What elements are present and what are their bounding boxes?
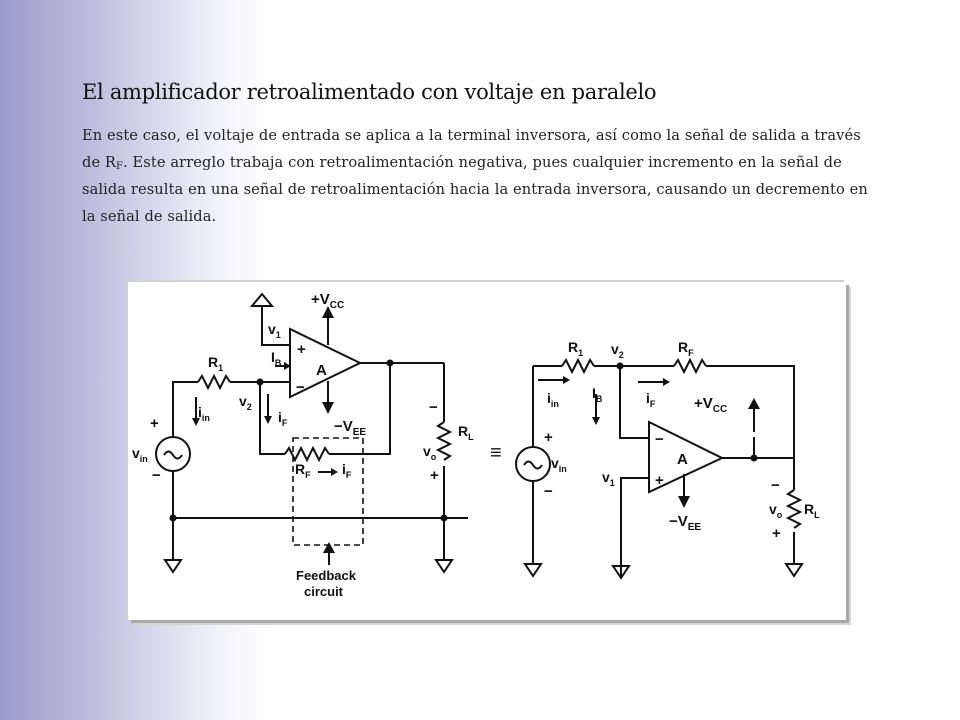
r-label-ib: IB [592,385,603,404]
right-circuit: R1 v2 RF iin IB iF +VCC −VEE A − + v1 + … [515,339,820,580]
feedback-return-wire [336,363,391,455]
slide-body: En este caso, el voltaje de entrada se a… [82,122,882,230]
r-vee-arrow-icon [678,496,690,508]
source-top-wire [172,381,198,437]
r-label-if: iF [646,390,656,409]
iin-arrow-icon [192,418,200,426]
label-ib: IB [271,349,282,368]
left-load-minus: − [429,399,438,416]
ground-symbol-right [434,559,454,574]
left-minus-sign: − [296,379,305,396]
r-label-vcc: +VCC [694,395,727,415]
label-if-box: iF [342,461,352,480]
label-v1: v1 [268,321,281,340]
slide-title: El amplificador retroalimentado con volt… [82,80,657,104]
v1-wire [261,306,290,346]
left-load-plus: + [430,467,439,484]
vee-arrow-icon [322,402,334,414]
r1-resistor [197,373,231,391]
left-circuit: +VCC −VEE A + − v1 v2 R1 IB iin iF + − v… [132,291,474,599]
r-label-vin: vin [551,455,567,474]
r-label-rf: RF [678,339,694,358]
r-label-vee: −VEE [669,513,701,533]
label-vo-left: vo [423,443,437,462]
r-if-arrow-icon [663,378,670,386]
right-source-plus: + [544,429,553,446]
r-noninverting-wire [620,477,649,578]
label-v2: v2 [239,393,252,412]
right-opamp-label: A [677,451,688,468]
r-vcc-arrow-icon [748,398,760,409]
r-ground-symbol-right [784,563,804,578]
rf-resistor [284,445,330,463]
body-text-start: En este caso, el voltaje de entrada se a… [82,127,861,171]
r-label-iin: iin [547,390,559,409]
left-opamp-label: A [316,362,327,379]
equivalence-symbol: ≡ [490,442,502,464]
circuit-diagram: +VCC −VEE A + − v1 v2 R1 IB iin iF + − v… [132,291,820,599]
label-if-left: iF [278,409,288,428]
vcc-arrow-icon [322,306,334,318]
r-iin-arrow-icon [563,376,570,384]
right-source-minus: − [544,483,553,500]
body-text-end: . Este arreglo trabaja con retroalimenta… [82,154,868,225]
r-inverting-wire [619,366,649,439]
r-label-v2: v2 [611,341,624,360]
feedback-label-line2: circuit [304,584,344,599]
label-rl-left: RL [458,423,474,442]
r-ground-symbol-mid [611,565,631,580]
right-load-plus: + [772,525,781,542]
rl-resistor [435,421,453,461]
r-label-r1: R1 [568,339,583,358]
if-arrow-icon [264,416,272,424]
r-sine-wave-icon [523,460,543,470]
feedback-arrow-icon [323,542,335,553]
right-plus-sign: + [655,472,664,489]
r-ground-symbol-left [523,563,543,578]
label-r1: R1 [208,354,223,373]
r-ib-arrow-icon [592,417,600,425]
right-load-minus: − [771,477,780,494]
left-source-plus: + [150,415,159,432]
body-subscript: F [116,161,124,172]
r-rf-resistor [673,357,707,375]
feedback-label-line1: Feedback [296,568,357,583]
label-rf-left: RF [295,461,311,480]
label-iin: iin [198,404,210,423]
r-label-rl: RL [804,501,820,520]
left-opamp-triangle [289,327,363,399]
v1-ground-symbol [249,292,275,307]
sine-wave-icon [163,450,183,460]
label-vee: −VEE [334,418,366,438]
left-source-minus: − [152,467,161,484]
right-opamp-triangle [648,420,725,494]
if-box-arrow-icon [331,468,338,476]
r-r1-resistor [561,357,595,375]
right-minus-sign: − [655,431,664,448]
label-vcc: +VCC [311,291,344,311]
r-rf-return-wire [706,365,795,458]
label-vin-left: vin [132,445,148,464]
r-label-v1: v1 [602,469,615,488]
ground-symbol-left [163,559,183,574]
r-label-vo: vo [769,501,783,520]
circuit-figure: +VCC −VEE A + − v1 v2 R1 IB iin iF + − v… [128,282,846,620]
r-rl-resistor [785,489,803,529]
inverting-input-wire [259,381,290,455]
ib-arrow-icon [284,362,291,370]
left-plus-sign: + [297,341,306,358]
